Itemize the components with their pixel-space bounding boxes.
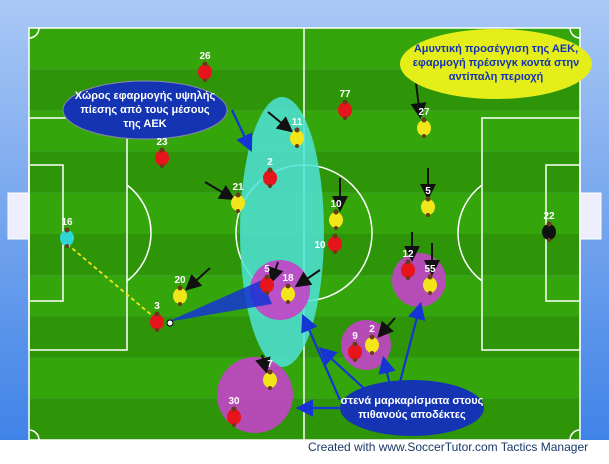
black-arrow xyxy=(377,317,396,338)
player-red[interactable]: 26 xyxy=(198,51,212,82)
player-number: 12 xyxy=(402,249,414,260)
player-number: 16 xyxy=(61,217,73,228)
blue-arrow xyxy=(398,301,426,383)
player-number: 10 xyxy=(314,240,326,251)
svg-text:Αμυντική προσέγγιση της ΑΕΚ,: Αμυντική προσέγγιση της ΑΕΚ, xyxy=(414,43,578,55)
player-yellow[interactable]: 27 xyxy=(417,107,431,138)
player-yellow[interactable]: 21 xyxy=(231,182,245,213)
player-number: 3 xyxy=(154,301,160,312)
note-top-right: Αμυντική προσέγγιση της ΑΕΚ, εφαρμογή πρ… xyxy=(400,29,592,99)
svg-text:εφαρμογή πρέσινγκ κοντά στην: εφαρμογή πρέσινγκ κοντά στην xyxy=(413,57,580,69)
credit-text: Created with www.SoccerTutor.com Tactics… xyxy=(308,440,589,454)
player-number: 10 xyxy=(330,199,342,210)
pass-line xyxy=(66,243,156,319)
svg-text:πίεσης από τους μέσους: πίεσης από τους μέσους xyxy=(80,104,210,116)
player-red[interactable]: 77 xyxy=(338,89,352,120)
svg-text:Χώρος εφαρμογής υψηλής: Χώρος εφαρμογής υψηλής xyxy=(75,90,216,102)
black-arrow xyxy=(267,111,294,133)
player-red[interactable]: 30 xyxy=(227,396,241,427)
black-arrow xyxy=(185,267,211,291)
player-yellow[interactable]: 5 xyxy=(421,186,435,217)
player-yellow[interactable]: 55 xyxy=(423,264,437,295)
player-goalkeepers[interactable]: 22 xyxy=(542,211,556,242)
svg-text:αντίπαλη περιοχή: αντίπαλη περιοχή xyxy=(449,71,544,83)
player-number: 11 xyxy=(292,117,303,128)
player-number: 5 xyxy=(425,186,431,197)
ball xyxy=(166,319,174,327)
svg-text:πιθανούς αποδέκτες: πιθανούς αποδέκτες xyxy=(358,409,466,421)
player-number: 18 xyxy=(282,273,294,284)
player-number: 7 xyxy=(267,359,273,370)
player-red[interactable]: 10 xyxy=(314,233,342,255)
note-top-left: Χώρος εφαρμογής υψηλής πίεσης από τους μ… xyxy=(62,80,228,140)
marking-zone xyxy=(392,253,446,307)
player-number: 26 xyxy=(199,51,211,62)
player-yellow[interactable]: 7 xyxy=(263,359,277,390)
player-number: 21 xyxy=(232,182,244,193)
player-number: 22 xyxy=(543,211,555,222)
player-number: 77 xyxy=(339,89,351,100)
player-number: 2 xyxy=(369,324,375,335)
svg-text:στενά μαρκαρίσματα στους: στενά μαρκαρίσματα στους xyxy=(341,395,484,407)
player-number: 27 xyxy=(418,107,430,118)
player-yellow[interactable]: 2 xyxy=(365,324,379,355)
black-arrow xyxy=(204,181,236,201)
player-goalkeepers[interactable]: 16 xyxy=(60,217,74,248)
player-red[interactable]: 3 xyxy=(150,301,164,332)
player-red[interactable]: 12 xyxy=(401,249,415,280)
player-number: 9 xyxy=(352,331,358,342)
player-red[interactable]: 5 xyxy=(260,264,274,295)
pressing-zone xyxy=(240,97,324,367)
player-yellow[interactable]: 10 xyxy=(329,199,343,230)
player-number: 30 xyxy=(228,396,240,407)
player-yellow[interactable]: 11 xyxy=(290,117,304,148)
note-bottom: στενά μαρκαρίσματα στους πιθανούς αποδέκ… xyxy=(340,380,484,436)
player-yellow[interactable]: 18 xyxy=(281,273,295,304)
player-red[interactable]: 2 xyxy=(263,157,277,188)
black-arrow xyxy=(294,269,321,288)
player-number: 55 xyxy=(424,264,436,275)
passing-lane-cone xyxy=(167,280,272,322)
right-goal xyxy=(579,192,602,240)
player-number: 20 xyxy=(174,275,186,286)
black-arrow xyxy=(268,261,284,284)
player-yellow[interactable]: 20 xyxy=(173,275,187,306)
player-red[interactable]: 23 xyxy=(155,137,169,168)
blue-arrow xyxy=(318,347,369,393)
blue-arrow xyxy=(378,355,396,386)
player-number: 5 xyxy=(264,264,270,275)
black-arrow xyxy=(255,354,271,374)
player-red[interactable]: 9 xyxy=(348,331,362,362)
left-goal xyxy=(7,192,30,240)
black-arrow xyxy=(410,82,427,119)
svg-text:της ΑΕΚ: της ΑΕΚ xyxy=(123,118,166,130)
player-number: 23 xyxy=(156,137,168,148)
player-number: 2 xyxy=(267,157,273,168)
blue-arrow xyxy=(231,109,253,152)
